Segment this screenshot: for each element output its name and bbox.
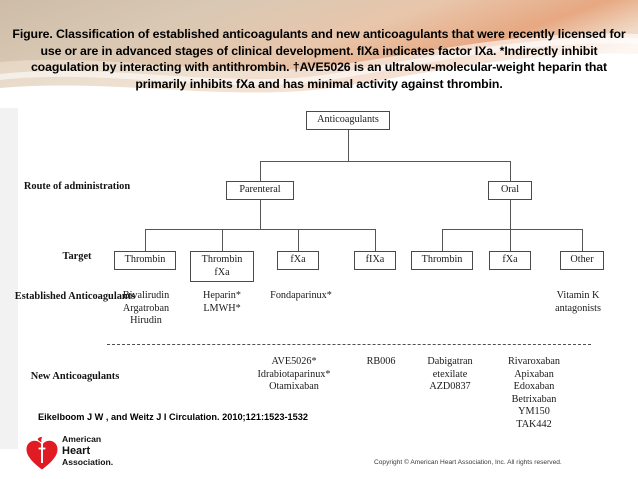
logo-wordmark: American Heart Association. (62, 434, 113, 467)
logo-line-3: Association. (62, 456, 114, 467)
node-target-oral-other[interactable]: Other (560, 251, 604, 270)
established-group-2: Heparin* LMWH* (203, 290, 241, 314)
logo-line-2: Heart (62, 444, 91, 457)
node-parenteral[interactable]: Parenteral (226, 181, 294, 200)
established-group-1: Bivalirudin Argatroban Hirudin (122, 290, 170, 327)
connector-oral-child-1 (442, 229, 443, 251)
node-target-parenteral-thrombin[interactable]: Thrombin (114, 251, 176, 270)
heart-torch-icon (24, 436, 60, 472)
established-group-4: Vitamin K antagonists (555, 290, 601, 314)
section-divider (107, 344, 591, 345)
node-target-parenteral-thrombin-fxa[interactable]: Thrombin fXa (190, 251, 254, 282)
connector-parenteral-child-4 (375, 229, 376, 251)
panel-left-edge (0, 108, 18, 449)
connector-to-oral (510, 161, 511, 181)
connector-oral-child-2 (510, 229, 511, 251)
connector-oral-child-3 (582, 229, 583, 251)
node-target-parenteral-fxa[interactable]: fXa (277, 251, 319, 270)
decorative-swoosh (0, 0, 638, 120)
node-target-parenteral-fixa[interactable]: fIXa (354, 251, 396, 270)
citation-text: Eikelboom J W , and Weitz J I Circulatio… (38, 412, 308, 422)
row-label-established: Established Anticoagulants (14, 291, 136, 302)
node-target-oral-thrombin[interactable]: Thrombin (411, 251, 473, 270)
connector-parenteral-bus (145, 229, 375, 230)
node-oral[interactable]: Oral (488, 181, 532, 200)
connector-parenteral-stem (260, 200, 261, 229)
node-target-oral-fxa[interactable]: fXa (489, 251, 531, 270)
copyright-notice: Copyright © American Heart Association, … (374, 459, 562, 466)
connector-root-bus (260, 161, 510, 162)
row-label-new: New Anticoagulants (30, 371, 120, 382)
connector-parenteral-child-3 (298, 229, 299, 251)
connector-parenteral-child-2 (222, 229, 223, 251)
row-label-route: Route of administration (23, 181, 131, 192)
row-label-target: Target (62, 251, 92, 262)
established-group-3: Fondaparinux* (270, 290, 332, 301)
logo-line-1: American (62, 434, 102, 444)
connector-oral-stem (510, 200, 511, 229)
new-group-3: Dabigatran etexilate AZD0837 (427, 356, 473, 393)
new-group-4: Rivaroxaban Apixaban Edoxaban Betrixaban… (507, 356, 561, 430)
connector-to-parenteral (260, 161, 261, 181)
american-heart-association-logo: American Heart Association. (24, 434, 154, 474)
connector-oral-bus (442, 229, 582, 230)
node-anticoagulants[interactable]: Anticoagulants (306, 111, 390, 130)
new-group-2: RB006 (366, 356, 396, 367)
figure-title: Figure. Classification of established an… (12, 27, 626, 91)
connector-root-stem (348, 130, 349, 161)
new-group-1: AVE5026* Idrabiotaparinux* Otamixaban (257, 356, 331, 393)
connector-parenteral-child-1 (145, 229, 146, 251)
figure-panel: Route of administration Target Establish… (0, 108, 638, 449)
